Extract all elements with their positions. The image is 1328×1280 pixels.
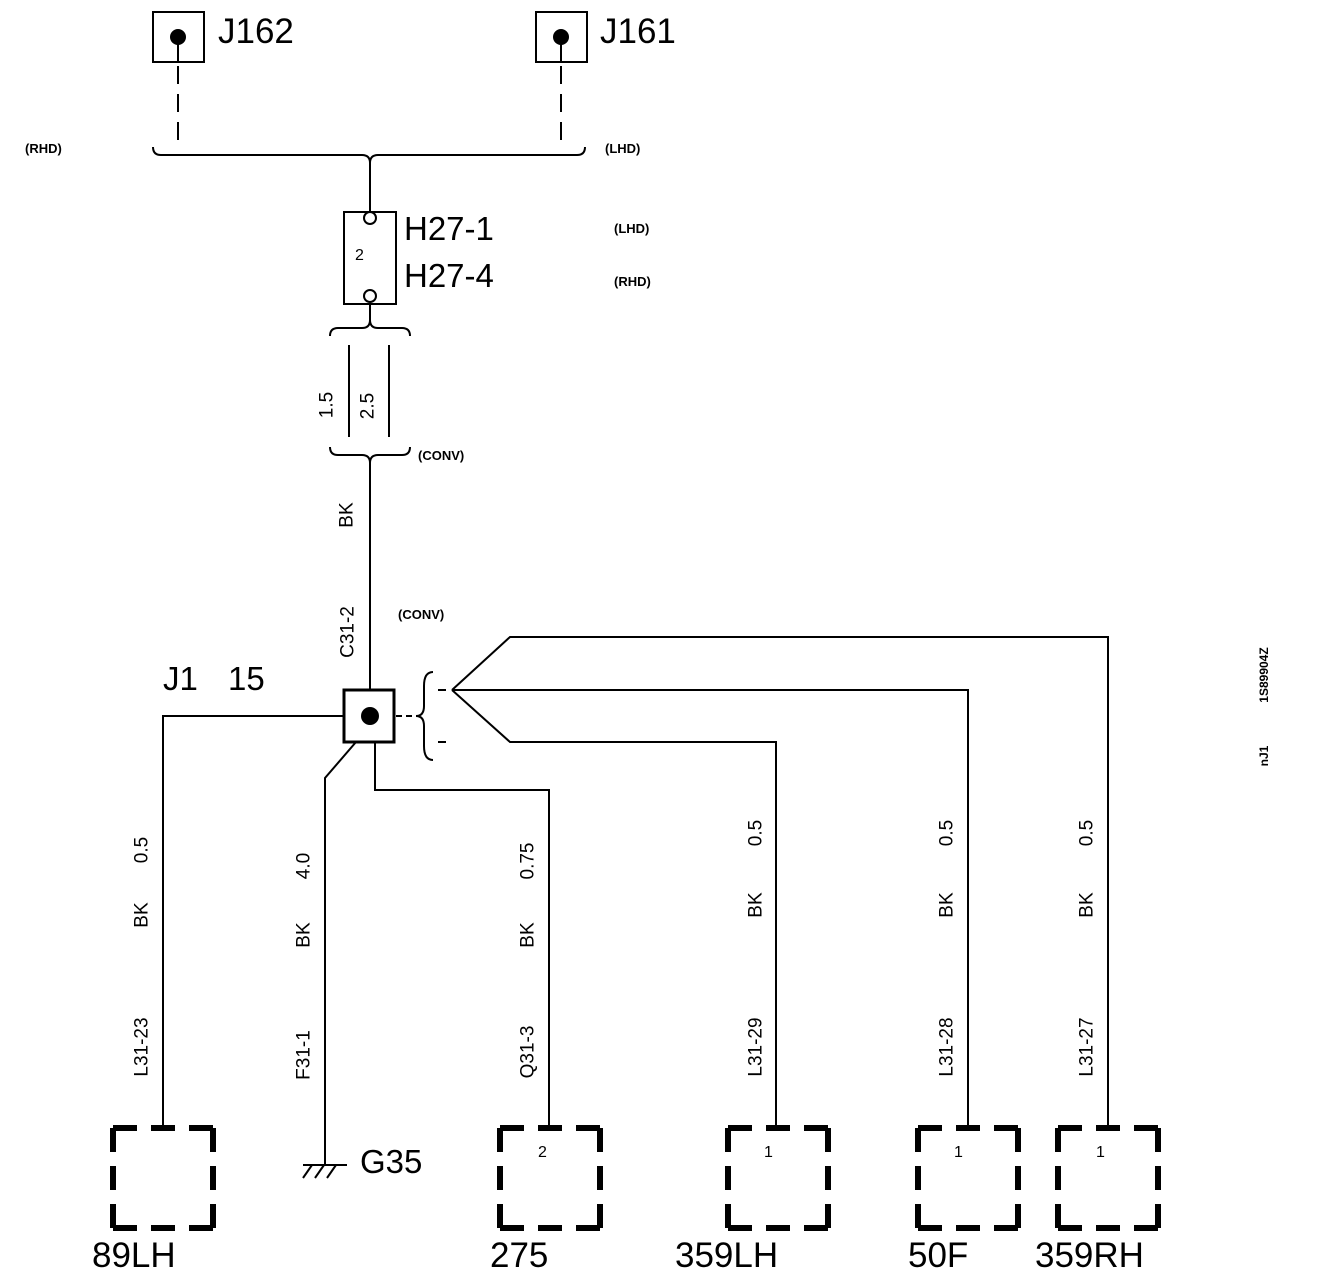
connector-h27-name-lhd: H27-1: [404, 210, 494, 247]
variant-brace-left-label: (RHD): [25, 141, 62, 156]
component-275-pin: 2: [538, 1144, 547, 1161]
wire-359lh-size: 0.5: [746, 820, 767, 846]
feed-wire-color: BK: [337, 502, 358, 528]
component-275: 2 275: [490, 1125, 603, 1275]
component-359rh-connector: [1055, 1125, 1161, 1231]
component-359rh-label: 359RH: [1035, 1236, 1144, 1275]
component-275-label: 275: [490, 1236, 548, 1275]
component-50f-connector: [915, 1125, 1021, 1231]
feed-wire-connector-variant-tag: (CONV): [398, 607, 444, 622]
wire-89lh-labels: 0.5 BK L31-23: [132, 837, 153, 1077]
component-50f-label: 50F: [908, 1236, 968, 1275]
wire-275-labels: 0.75 BK Q31-3: [518, 843, 539, 1079]
wire-275-size: 0.75: [518, 843, 539, 880]
wire-g35: [324, 741, 357, 1165]
connector-h27-pin: 2: [355, 247, 364, 264]
feed-wire-size-b: 2.5: [358, 393, 379, 419]
drawing-code-suffix: nJ1: [1257, 745, 1271, 766]
component-359lh-pin: 1: [764, 1144, 773, 1161]
wire-g35-labels: 4.0 BK F31-1: [294, 853, 315, 1080]
variant-brace-right-label: (LHD): [605, 141, 640, 156]
component-50f-pin: 1: [954, 1144, 963, 1161]
connector-h27-top-terminal: [363, 211, 377, 225]
feed-wire-size-a: 1.5: [317, 392, 338, 418]
connector-h27-tag-lhd: (LHD): [614, 221, 649, 236]
junction-dot: [361, 707, 379, 725]
component-359rh-pin: 1: [1096, 1144, 1105, 1161]
wire-359lh-color: BK: [746, 892, 767, 918]
connector-h27-name-rhd: H27-4: [404, 257, 494, 294]
connector-j161: J161: [535, 11, 676, 140]
variant-brace: [152, 146, 586, 164]
wire-359rh-color: BK: [1077, 892, 1098, 918]
component-89lh-label: 89LH: [92, 1236, 176, 1275]
ground-icon: [302, 1164, 347, 1179]
component-89lh: 89LH: [92, 1125, 216, 1275]
wire-359rh-size: 0.5: [1077, 820, 1098, 846]
component-275-connector: [497, 1125, 603, 1231]
wire-50f-labels: 0.5 BK L31-28: [937, 820, 958, 1077]
wire-50f-size: 0.5: [937, 820, 958, 846]
wire-359lh-pin-ref: L31-29: [746, 1017, 767, 1076]
wire-89lh-color: BK: [132, 902, 153, 928]
drawing-code: 1S89904Z: [1257, 647, 1271, 702]
wire-g35-pin-ref: F31-1: [294, 1030, 315, 1080]
wire-50f-pin-ref: L31-28: [937, 1017, 958, 1076]
wire-275-color: BK: [518, 922, 539, 948]
size-brace-top: [329, 319, 411, 337]
component-359rh: 1 359RH: [1035, 1125, 1161, 1275]
connector-h27-tag-rhd: (RHD): [614, 274, 651, 289]
connector-j162: J162: [152, 11, 294, 140]
wire-359rh-pin-ref: L31-27: [1077, 1017, 1098, 1076]
component-359lh: 1 359LH: [675, 1125, 831, 1275]
connector-j161-label: J161: [600, 12, 676, 51]
wire-50f-color: BK: [937, 892, 958, 918]
splice-bracket: [415, 671, 434, 761]
feed-wire-connector-pin: C31-2: [338, 606, 359, 658]
junction-name: J1: [163, 660, 198, 697]
wire-359lh-labels: 0.5 BK L31-29: [746, 820, 767, 1077]
connector-h27: 2 H27-1 H27-4 (LHD) (RHD): [343, 210, 651, 305]
wire-275-pin-ref: Q31-3: [518, 1026, 539, 1079]
component-89lh-connector: [110, 1125, 216, 1231]
wire-89lh-size: 0.5: [132, 837, 153, 863]
feed-wire-variant-tag: (CONV): [418, 448, 464, 463]
wire-50f: [452, 689, 969, 1128]
wire-89lh-pin-ref: L31-23: [132, 1017, 153, 1076]
wire-359rh-labels: 0.5 BK L31-27: [1077, 820, 1098, 1077]
wire-359rh: [451, 636, 1109, 1128]
wire-275: [374, 742, 550, 1128]
wire-g35-size: 4.0: [294, 853, 315, 879]
wire-89lh: [162, 715, 344, 1128]
component-359lh-label: 359LH: [675, 1236, 778, 1275]
wire-g35-color: BK: [294, 922, 315, 948]
component-359lh-connector: [725, 1125, 831, 1231]
junction-number: 15: [228, 660, 265, 697]
connector-j162-label: J162: [218, 12, 294, 51]
connector-h27-bottom-terminal: [363, 289, 377, 303]
ground-label: G35: [360, 1143, 422, 1180]
wire-359lh: [451, 689, 777, 1128]
component-50f: 1 50F: [908, 1125, 1021, 1275]
size-brace-bottom: [329, 446, 411, 464]
